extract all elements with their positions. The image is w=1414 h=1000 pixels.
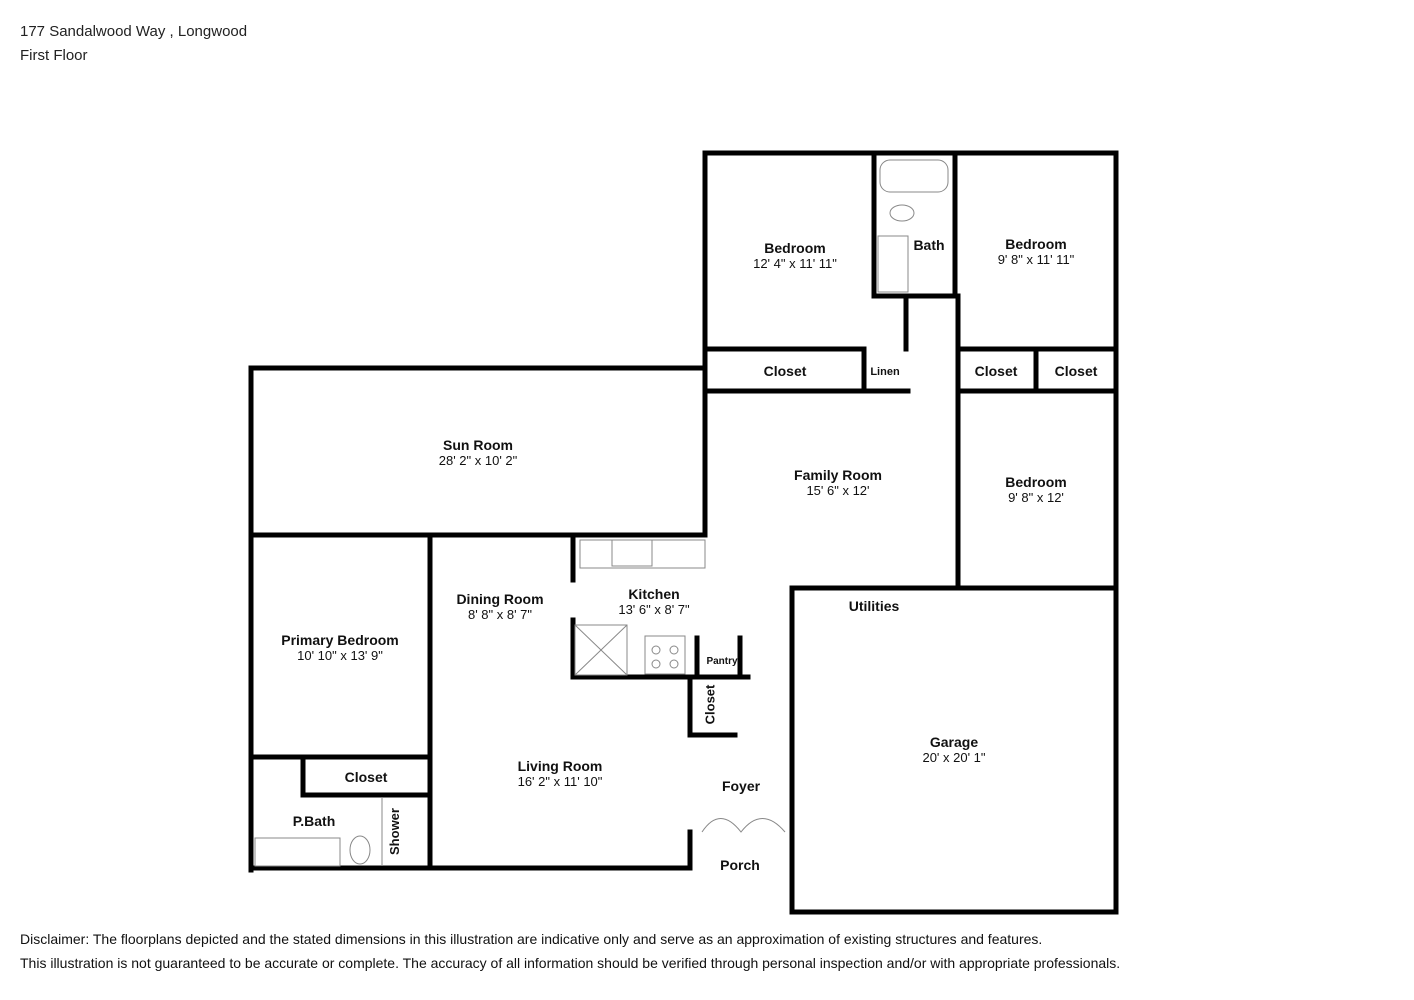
disclaimer-line-1: Disclaimer: The floorplans depicted and …	[20, 931, 1043, 947]
room-bath: Bath	[913, 237, 945, 253]
address-title: 177 Sandalwood Way , Longwood	[20, 23, 248, 40]
room-shower: Shower	[386, 808, 402, 855]
disclaimer-line-2: This illustration is not guaranteed to b…	[20, 955, 1121, 971]
room-foyer: Foyer	[721, 778, 761, 794]
room-closet-2: Closet	[974, 363, 1018, 379]
room-closet-4: Closet	[702, 684, 718, 725]
room-p-bath: P.Bath	[292, 813, 336, 829]
room-utilities: Utilities	[848, 598, 900, 614]
room-closet-3: Closet	[1054, 363, 1098, 379]
room-porch: Porch	[720, 857, 760, 873]
room-closet-5: Closet	[344, 769, 388, 785]
room-linen: Linen	[870, 366, 900, 378]
room-closet-1: Closet	[763, 363, 807, 379]
floor-title: First Floor	[20, 47, 88, 64]
room-pantry: Pantry	[706, 656, 738, 667]
